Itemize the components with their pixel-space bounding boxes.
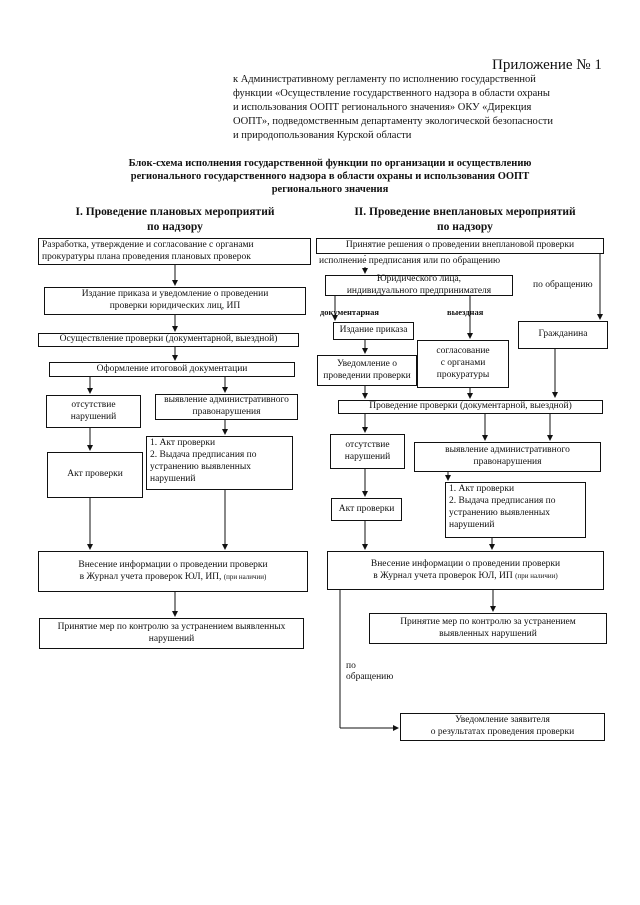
left-plan-approval-box: Разработка, утверждение и согласование с… [38,238,311,265]
right-heading-line: II. Проведение внеплановых мероприятий [354,206,576,218]
left-order-notice-box: Издание приказа и уведомление о проведен… [44,287,306,315]
right-request-label: по обращению [533,280,593,290]
right-control-measures-box: Принятие мер по контролю за устранением … [369,613,607,644]
diagram-title: Блок-схема исполнения государственной фу… [60,158,600,196]
appendix-line: и природопользования Курской области [233,129,412,141]
title-line: Блок-схема исполнения государственной фу… [128,158,532,169]
left-heading-line: I. Проведение плановых мероприятий [75,206,275,218]
left-journal-note: (при наличии) [223,572,267,581]
right-inspection-box: Проведение проверки (документарной, выез… [338,400,603,414]
right-request-label-2: по обращению [346,661,394,683]
right-notice-box: Уведомление о проведении проверки [317,355,417,386]
right-inspection-act-box: Акт проверки [331,498,402,521]
title-line: регионального значения [271,183,389,195]
left-journal-line: Внесение информации о проведении проверк… [78,559,268,570]
left-heading-line: по надзору [147,220,203,233]
right-act-order-box: 1. Акт проверки 2. Выдача предписания по… [445,482,586,538]
left-heading: I. Проведение плановых мероприятий по на… [50,205,300,235]
right-notify-applicant-box: Уведомление заявителя о результатах пров… [400,713,605,741]
left-act-order-box: 1. Акт проверки 2. Выдача предписания по… [146,436,293,490]
right-no-violations-box: отсутствие нарушений [330,434,405,469]
appendix-line: и использования ООПТ регионального значе… [233,101,532,113]
appendix-title: Приложение № 1 [492,57,602,73]
appendix-line: к Административному регламенту по исполн… [233,74,536,85]
right-order-box: Издание приказа [333,322,414,340]
title-line: регионального государственного надзора в… [130,170,530,182]
left-journal-box: Внесение информации о проведении проверк… [38,551,308,592]
left-inspection-box: Осуществление проверки (документарной, в… [38,333,299,347]
right-legal-entity-box: Юридического лица, индивидуального предп… [325,274,513,296]
right-journal-text: в Журнал учета проверок ЮЛ, ИП [373,570,513,581]
right-journal-box: Внесение информации о проведении проверк… [327,551,604,590]
right-branch-label: исполнение предписания или по обращению [318,256,502,268]
right-documentary-label: документарная [320,307,379,317]
left-inspection-act-box: Акт проверки [47,452,143,498]
left-no-violations-box: отсутствие нарушений [46,395,141,428]
right-violation-found-box: выявление административного правонарушен… [414,442,601,472]
right-journal-note: (при наличии) [515,571,558,580]
right-decision-box: Принятие решения о проведении внепланово… [316,238,604,254]
right-citizen-box: Гражданина [518,321,608,349]
left-journal-text: в Журнал учета проверок ЮЛ, ИП, [79,571,222,582]
right-heading-line: по надзору [437,220,493,233]
left-final-docs-box: Оформление итоговой документации [49,362,295,377]
appendix-subtitle: к Административному регламенту по исполн… [233,73,603,143]
right-journal-line: Внесение информации о проведении проверк… [370,558,561,569]
left-violation-found-box: выявление административного правонарушен… [155,394,298,420]
right-field-label: выездная [447,307,484,317]
left-journal-line: в Журнал учета проверок ЮЛ, ИП, (при нал… [80,572,267,584]
left-control-measures-box: Принятие мер по контролю за устранением … [39,618,304,649]
appendix-line: ООПТ», подведомственным департаменту эко… [233,115,553,127]
right-heading: II. Проведение внеплановых мероприятий п… [330,205,600,235]
right-prosecutor-box: согласование с органами прокуратуры [417,340,509,388]
appendix-line: функции «Осуществление государственного … [233,87,550,99]
right-journal-line: в Журнал учета проверок ЮЛ, ИП (при нали… [373,571,557,583]
